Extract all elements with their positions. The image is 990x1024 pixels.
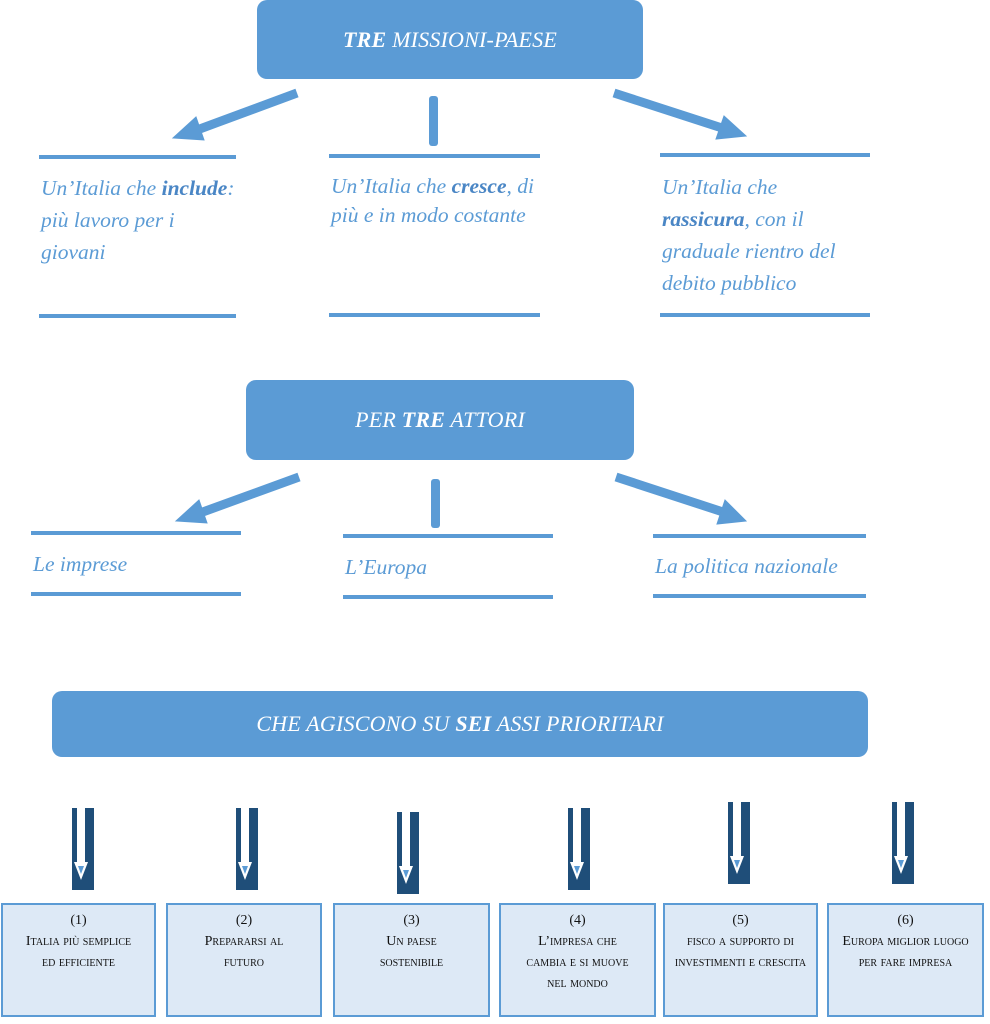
axis-label: L’impresa che cambia e si muove nel mond…: [526, 934, 629, 991]
rule: [31, 592, 241, 596]
mission-cresce: Un’Italia che cresce, di più e in modo c…: [331, 174, 534, 227]
rule: [343, 595, 553, 599]
rule: [31, 531, 241, 535]
down-arrow-icon: [236, 808, 258, 890]
missions-banner: TRE MISSIONI-PAESE: [257, 0, 643, 79]
axis-box-6: (6) Europa miglior luogo per fare impres…: [827, 903, 984, 1017]
axis-label: Un paese sostenibile: [379, 934, 444, 970]
down-arrow-icon: [568, 808, 590, 890]
axis-label: Europa miglior luogo per fare impresa: [842, 934, 969, 970]
axis-box-1: (1) Italia più semplice ed efficiente: [1, 903, 156, 1017]
rule: [653, 534, 866, 538]
mission-include: Un’Italia che include: più lavoro per i …: [41, 176, 235, 264]
rule: [660, 153, 870, 157]
rule: [660, 313, 870, 317]
mission-rassicura: Un’Italia che rassicura, con il graduale…: [662, 175, 836, 295]
rule: [329, 154, 540, 158]
missions-title-bold: TRE: [342, 26, 387, 52]
arrow-left-head-1: [171, 116, 205, 141]
axes-banner: CHE AGISCONO SU SEI ASSI PRIORITARI: [52, 691, 868, 757]
actors-banner: PER TRE ATTORI: [246, 380, 634, 460]
rule: [39, 314, 236, 318]
axis-label: Italia più semplice ed efficiente: [25, 934, 132, 970]
down-arrow-icon: [397, 812, 419, 894]
rule: [39, 155, 236, 159]
missions-title-rest: MISSIONI-PAESE: [386, 26, 557, 52]
axis-box-2: (2) Prepararsi al futuro: [166, 903, 322, 1017]
actor-europa: L’Europa: [345, 555, 428, 579]
down-arrow-icon: [72, 808, 94, 890]
axis-box-3: (3) Un paese sostenibile: [333, 903, 490, 1017]
down-arrow-icon: [728, 802, 750, 884]
axis-box-5: (5) fisco a supporto di investimenti e c…: [663, 903, 818, 1017]
axis-box-4: (4) L’impresa che cambia e si muove nel …: [499, 903, 656, 1017]
rule: [653, 594, 866, 598]
actor-imprese: Le imprese: [33, 552, 128, 576]
actor-politica: La politica nazionale: [655, 554, 838, 578]
down-arrow-icon: [892, 802, 914, 884]
rule: [343, 534, 553, 538]
axis-label: fisco a supporto di investimenti e cresc…: [674, 934, 807, 970]
axis-label: Prepararsi al futuro: [204, 934, 284, 970]
rule: [329, 313, 540, 317]
